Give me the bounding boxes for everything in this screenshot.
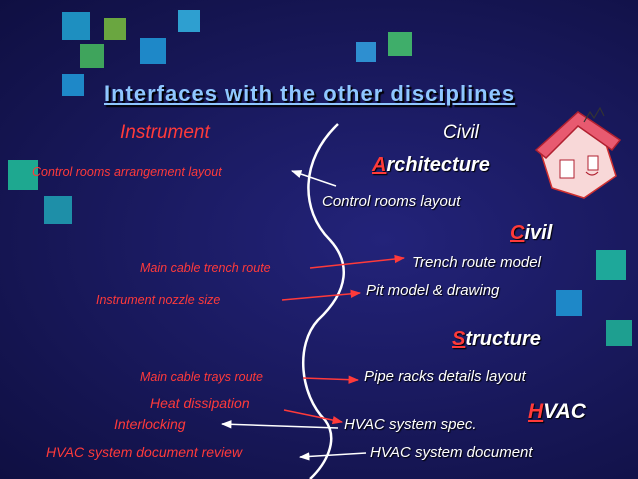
house-icon [534,106,622,199]
civil-rest: ivil [524,222,553,244]
decor-square [178,10,200,32]
decor-square [62,12,90,40]
arrow-hvac-review [298,452,367,461]
item-main-cable-trays: Main cable trays route [140,370,263,384]
decor-square [8,160,38,190]
decor-square [606,320,632,346]
architecture-initial: A [372,154,387,176]
structure-rest: tructure [465,328,541,350]
structure-initial: S [452,328,466,350]
hvac-initial: H [528,400,544,423]
decor-square [44,196,72,224]
divider-curve [301,123,345,479]
decor-square [556,290,582,316]
decor-square [140,38,166,64]
item-main-cable-trench: Main cable trench route [140,261,271,275]
section-architecture: Architecture [372,154,490,177]
section-hvac: HVAC [528,400,586,424]
item-pit-model: Pit model & drawing [366,282,500,299]
item-instrument-nozzle: Instrument nozzle size [96,293,221,307]
arrow-trench-route [309,254,406,269]
heading-civil: Civil [443,122,479,143]
decor-square [104,18,126,40]
heading-instrument: Instrument [120,122,210,143]
item-control-rooms-layout: Control rooms layout [322,193,461,210]
section-structure: Structure [452,328,541,351]
civil-initial: C [510,222,525,244]
arrow-heat-dissipation [283,409,344,425]
item-trench-route-model: Trench route model [412,254,541,271]
arrow-control-rooms [291,170,337,187]
item-heat-dissipation: Heat dissipation [150,395,250,411]
section-civil: Civil [510,222,552,245]
arrow-cable-trays [302,375,360,384]
arrow-interlocking [220,420,339,429]
slide-title: Interfaces with the other disciplines [104,81,516,106]
decor-square [596,250,626,280]
decor-square [356,42,376,62]
item-hvac-review: HVAC system document review [46,444,243,460]
item-interlocking: Interlocking [114,416,186,432]
decor-square [388,32,412,56]
item-pipe-racks: Pipe racks details layout [364,368,526,385]
item-hvac-document: HVAC system document [370,444,533,461]
hvac-rest: VAC [543,400,586,423]
item-control-rooms-arrangement: Control rooms arrangement layout [32,165,222,179]
architecture-rest: rchitecture [386,154,490,176]
item-hvac-spec: HVAC system spec. [344,416,477,433]
decor-square [80,44,104,68]
arrow-nozzle [281,289,362,301]
decor-square [62,74,84,96]
